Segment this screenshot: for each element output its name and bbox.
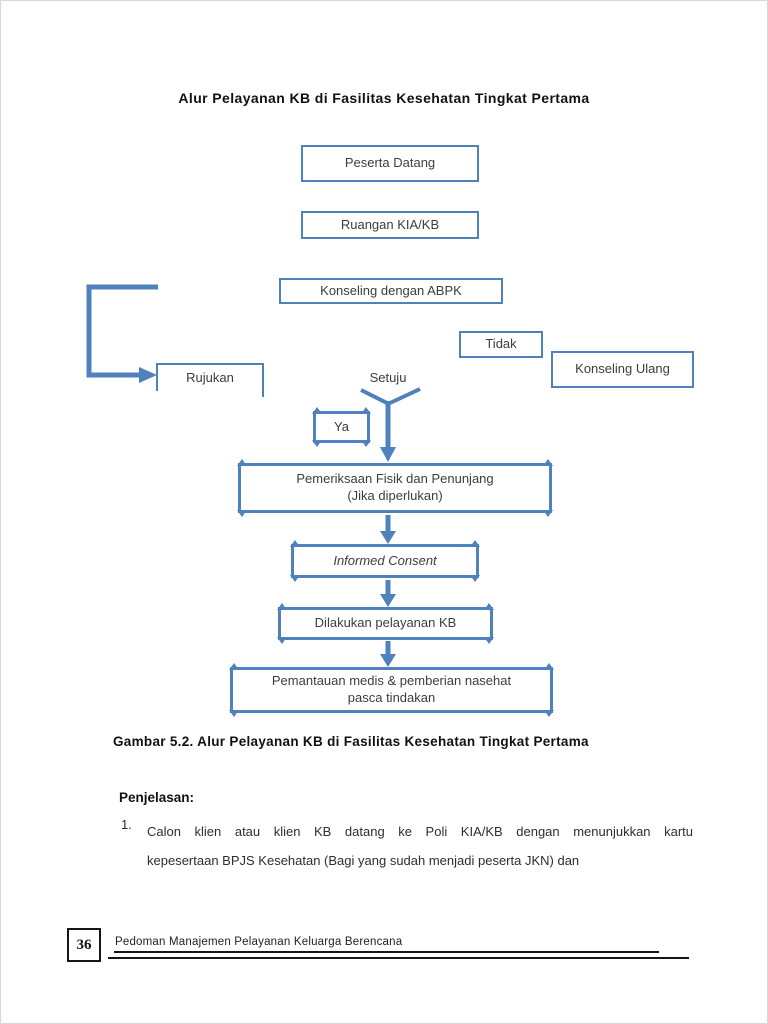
- node-peserta-datang: Peserta Datang: [301, 145, 479, 182]
- corner-tick: [312, 407, 322, 414]
- corner-tick: [543, 459, 553, 466]
- node-label: Dilakukan pelayanan KB: [314, 615, 457, 631]
- corner-tick: [229, 710, 239, 717]
- corner-tick: [470, 575, 480, 582]
- arrow-informed-to-dilakukan: [380, 580, 396, 607]
- corner-tick: [543, 510, 553, 517]
- node-label-line2: pasca tindakan: [347, 690, 436, 705]
- node-konseling-ulang: Konseling Ulang: [551, 351, 694, 388]
- corner-tick: [470, 540, 480, 547]
- corner-tick: [484, 637, 494, 644]
- arrow-dilakukan-to-pemantauan: [380, 641, 396, 667]
- list-item-text: Calon klien atau klien KB datang ke Poli…: [147, 817, 693, 875]
- corner-tick: [312, 440, 322, 447]
- rujukan-right-border: [262, 363, 264, 397]
- page-number-box: 36: [67, 928, 101, 962]
- node-pemantauan: Pemantauan medis & pemberian nasehat pas…: [229, 663, 554, 717]
- node-label: Konseling dengan ABPK: [320, 282, 462, 298]
- corner-tick: [290, 540, 300, 547]
- node-label: Konseling Ulang: [575, 361, 670, 377]
- corner-tick: [484, 603, 494, 610]
- list-item-line2: kepesertaan BPJS Kesehatan (Bagi yang su…: [147, 853, 580, 868]
- node-ya: Ya: [312, 407, 371, 447]
- node-label-line1: Pemeriksaan Fisik dan Penunjang: [296, 471, 494, 487]
- node-konseling-abpk: Konseling dengan ABPK: [279, 278, 503, 304]
- node-ruangan-kia-kb: Ruangan KIA/KB: [301, 211, 479, 239]
- node-label: Peserta Datang: [344, 155, 436, 171]
- corner-tick: [277, 637, 287, 644]
- corner-tick: [237, 510, 247, 517]
- elbow-arrow-to-rujukan: [86, 284, 158, 383]
- node-dilakukan-pelayanan: Dilakukan pelayanan KB: [277, 603, 494, 644]
- corner-tick: [361, 440, 371, 447]
- node-label: Ya: [334, 418, 349, 434]
- node-label: Rujukan: [186, 369, 234, 385]
- node-tidak: Tidak: [459, 331, 543, 358]
- corner-tick: [544, 710, 554, 717]
- label-setuju: Setuju: [369, 370, 407, 385]
- node-label: Pemeriksaan Fisik dan Penunjang (Jika di…: [296, 471, 493, 505]
- node-label: Pemantauan medis & pemberian nasehat pas…: [272, 673, 511, 707]
- node-label-line1: Pemantauan medis & pemberian nasehat: [271, 673, 512, 689]
- corner-tick: [544, 663, 554, 670]
- node-informed-consent: Informed Consent: [290, 540, 480, 582]
- figure-caption: Gambar 5.2. Alur Pelayanan KB di Fasilit…: [113, 734, 589, 749]
- node-label: Informed Consent: [333, 552, 437, 568]
- corner-tick: [237, 459, 247, 466]
- corner-tick: [277, 603, 287, 610]
- node-label: Ruangan KIA/KB: [340, 216, 440, 232]
- footer-rule-bottom: [108, 957, 689, 959]
- explanation-heading: Penjelasan:: [119, 790, 195, 805]
- corner-tick: [229, 663, 239, 670]
- footer-rule-top: [114, 951, 659, 953]
- node-label-line2: (Jika diperlukan): [347, 488, 443, 503]
- node-pemeriksaan: Pemeriksaan Fisik dan Penunjang (Jika di…: [237, 459, 553, 517]
- page-number: 36: [76, 936, 92, 953]
- list-item-number: 1.: [121, 817, 132, 832]
- running-title: Pedoman Manajemen Pelayanan Keluarga Ber…: [115, 936, 403, 948]
- node-rujukan: Rujukan: [156, 363, 264, 397]
- corner-tick: [361, 407, 371, 414]
- node-label: Tidak: [485, 336, 517, 352]
- arrow-pemeriksaan-to-informed: [380, 515, 396, 544]
- list-item-line1: Calon klien atau klien KB datang ke Poli…: [147, 824, 693, 839]
- page-title: Alur Pelayanan KB di Fasilitas Kesehatan…: [178, 90, 590, 106]
- corner-tick: [290, 575, 300, 582]
